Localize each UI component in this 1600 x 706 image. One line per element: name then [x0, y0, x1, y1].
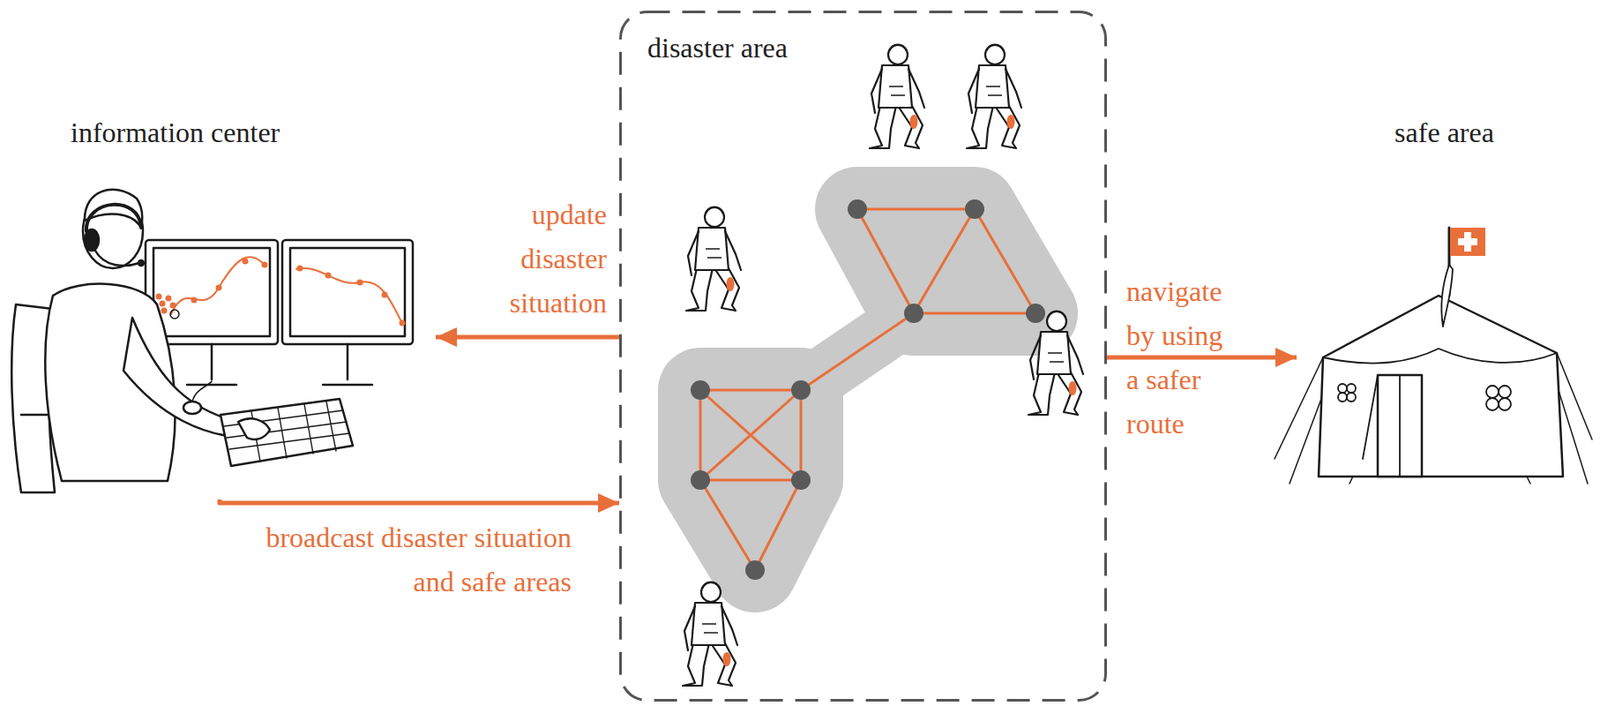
injured-person — [1028, 311, 1084, 416]
node-heading: safe area — [1394, 114, 1495, 150]
tent-illustration — [1318, 295, 1563, 477]
operator-illustration — [297, 265, 304, 272]
information-center-node: information center — [17, 105, 436, 500]
flow-arrow — [219, 499, 620, 503]
flow-label: broadcast disaster situation and safe ar… — [236, 515, 572, 604]
operator-illustration — [238, 418, 270, 440]
operator-illustration — [11, 189, 413, 493]
network-link — [700, 389, 801, 570]
operator-illustration — [216, 284, 223, 292]
tent-illustration — [1323, 348, 1557, 364]
operator-illustration — [138, 260, 144, 266]
operator-illustration — [220, 398, 353, 466]
flow-arrow — [435, 335, 620, 340]
operator-illustration — [186, 343, 237, 385]
tent-illustration — [1346, 392, 1356, 402]
operator-illustration — [84, 229, 99, 251]
tent-illustration — [1338, 383, 1511, 411]
operator-illustration — [224, 401, 350, 462]
network-device — [791, 380, 811, 400]
operator-illustration — [282, 239, 413, 344]
network-device — [1025, 303, 1046, 323]
tent-illustration — [1441, 264, 1453, 327]
node-heading: information center — [70, 114, 280, 150]
operator-illustration — [192, 381, 212, 402]
tent-illustration — [1346, 383, 1356, 393]
operator-illustration — [357, 279, 364, 286]
operator-illustration — [153, 247, 270, 337]
operator-illustration — [381, 291, 389, 299]
network-link — [700, 209, 1036, 570]
operator-illustration — [322, 343, 373, 385]
network-device — [690, 470, 711, 490]
tent-illustration — [1498, 397, 1511, 411]
tent-illustration — [1338, 392, 1347, 402]
network-device — [904, 303, 924, 323]
operator-illustration — [261, 261, 269, 269]
network-blob — [700, 209, 1036, 570]
network-device — [847, 199, 868, 219]
network-link — [800, 209, 1036, 390]
tent-illustration — [1274, 295, 1593, 484]
tent-illustration — [1274, 227, 1593, 484]
tent-illustration — [1362, 374, 1400, 477]
injured-person — [682, 44, 1084, 687]
operator-illustration — [156, 293, 163, 300]
operator-illustration — [171, 256, 265, 315]
network-device — [690, 380, 711, 400]
safe-area-node: safe area — [1296, 105, 1593, 494]
operator-illustration — [165, 295, 172, 302]
injured-person — [966, 44, 1022, 150]
injured-person — [686, 207, 741, 312]
tent-illustration — [1457, 238, 1478, 246]
region-outline — [619, 10, 1107, 702]
node-heading: disaster area — [647, 29, 788, 66]
tent-illustration — [1486, 385, 1499, 398]
network-device — [745, 560, 765, 580]
operator-illustration — [156, 258, 406, 327]
network-blob — [700, 389, 801, 570]
flow-label: navigate by using a safer route — [1126, 269, 1237, 446]
operator-illustration — [145, 239, 278, 344]
operator-illustration — [170, 302, 177, 309]
operator-illustration — [399, 320, 406, 327]
operator-illustration — [325, 272, 332, 279]
tent-illustration — [1498, 385, 1511, 398]
dashed-border — [620, 12, 1107, 701]
injured-person — [682, 582, 738, 687]
tent-illustration — [1486, 397, 1499, 411]
injured-person — [869, 44, 925, 150]
network-device — [964, 199, 985, 219]
network-device — [791, 470, 811, 490]
operator-illustration — [86, 204, 142, 232]
tent-illustration — [1450, 227, 1486, 256]
flow-label: update disaster situation — [492, 192, 607, 325]
operator-illustration — [95, 250, 140, 266]
operator-illustration — [161, 307, 168, 315]
operator-illustration — [170, 309, 180, 319]
operator-illustration — [242, 258, 249, 265]
disaster-area-region: disaster area — [619, 10, 1107, 702]
network-device — [690, 199, 1046, 580]
operator-illustration — [183, 401, 202, 414]
operator-illustration — [84, 189, 143, 228]
operator-illustration — [296, 268, 403, 323]
operator-illustration — [191, 297, 198, 304]
tent-illustration — [1338, 383, 1347, 393]
operator-illustration — [159, 300, 166, 307]
operator-illustration — [290, 247, 405, 337]
flow-arrow — [1106, 355, 1297, 360]
